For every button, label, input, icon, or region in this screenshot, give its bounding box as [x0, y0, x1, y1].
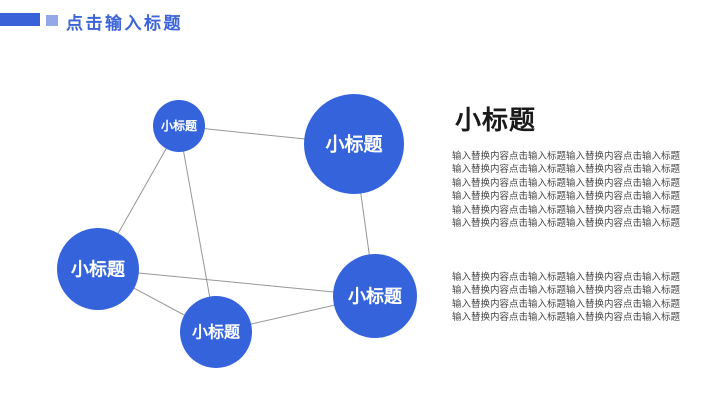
node-label: 小标题	[161, 118, 198, 133]
header-accent-bar	[0, 13, 40, 26]
header-accent-square	[46, 15, 58, 26]
diagram-node[interactable]: 小标题	[180, 296, 252, 368]
body-paragraph-2[interactable]: 输入替换内容点击输入标题输入替换内容点击输入标题 输入替换内容点击输入标题输入替…	[452, 272, 681, 324]
diagram-node[interactable]: 小标题	[333, 254, 417, 338]
diagram-node[interactable]: 小标题	[57, 228, 139, 310]
content-heading[interactable]: 小标题	[455, 105, 537, 135]
diagram-edge	[97, 268, 376, 297]
node-circle[interactable]	[333, 254, 417, 338]
node-circle[interactable]	[153, 100, 205, 152]
node-label: 小标题	[325, 134, 382, 156]
diagram-node[interactable]: 小标题	[153, 100, 205, 152]
node-circle[interactable]	[57, 228, 139, 310]
body-paragraph-1[interactable]: 输入替换内容点击输入标题输入替换内容点击输入标题 输入替换内容点击输入标题输入替…	[452, 151, 681, 230]
node-circle[interactable]	[304, 94, 404, 194]
slide-title-placeholder[interactable]: 点击输入标题	[66, 14, 183, 33]
node-label: 小标题	[192, 324, 241, 342]
node-label: 小标题	[71, 258, 126, 279]
node-circle[interactable]	[180, 296, 252, 368]
node-label: 小标题	[348, 285, 403, 306]
diagram-node[interactable]: 小标题	[304, 94, 404, 194]
